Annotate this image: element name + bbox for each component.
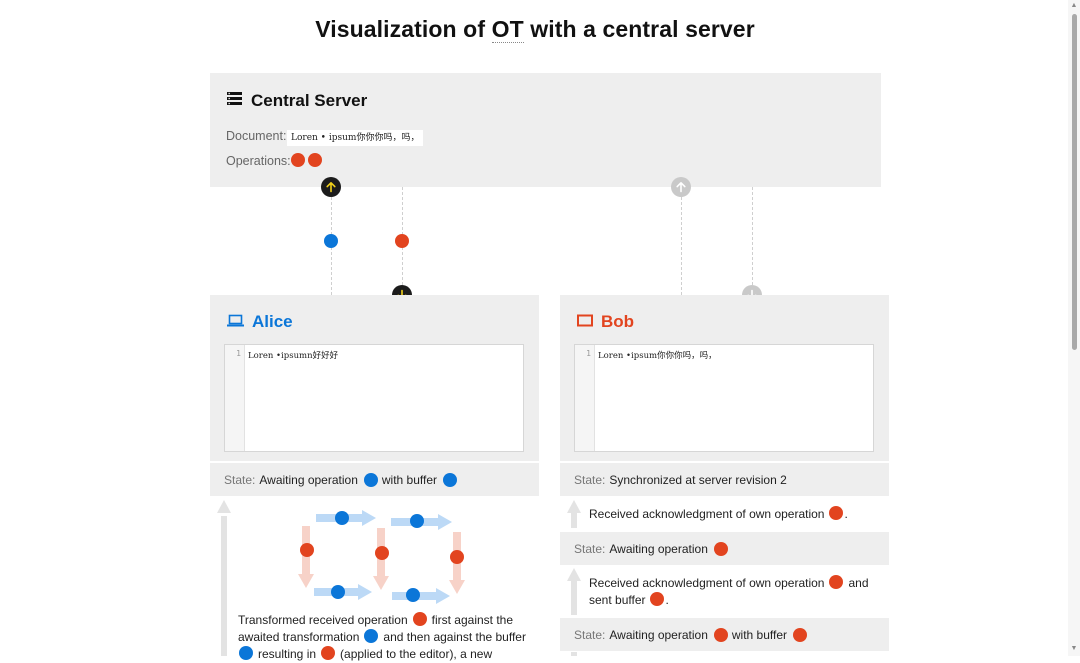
history-arrow-icon [567,500,581,513]
alice-send-button[interactable] [321,177,341,197]
bob-state-bar: State: Awaiting operation with buffer [560,618,889,651]
operations-label: Operations: [226,154,291,168]
scroll-down-icon[interactable]: ▼ [1070,645,1078,652]
laptop-icon [227,312,244,332]
bob-header: Bob [577,312,634,332]
server-stack-icon [227,92,242,110]
received-op-dot[interactable] [412,612,427,626]
awaited-op-dot[interactable] [364,629,379,643]
awaited-op-dot[interactable] [713,627,728,642]
diagram-op-dot[interactable] [450,550,464,564]
arrow-up-icon [326,182,336,193]
page-title: Visualization of OT with a central serve… [315,16,755,43]
tablet-icon [577,312,593,332]
bob-state-bar: State: Synchronized at server revision 2 [560,463,889,496]
bob-history-track [571,581,577,615]
bob-title: Bob [601,312,635,331]
bob-log-entry: Received acknowledgment of own operation… [589,575,869,607]
alice-editor-text[interactable]: Loren •ipsumn好好好 [248,351,339,361]
diagram-op-dot[interactable] [331,585,345,599]
bob-downstream-line [752,187,753,285]
bob-upstream-line [681,197,682,295]
server-operation-dot[interactable] [308,153,322,167]
alice-header: Alice [227,312,293,332]
acknowledged-op-dot[interactable] [829,506,844,520]
ot-abbreviation[interactable]: OT [491,16,524,43]
scroll-up-icon[interactable]: ▲ [1070,2,1078,9]
alice-title: Alice [252,312,293,331]
buffer-op-dot[interactable] [793,627,808,642]
line-number-gutter: 1 [575,345,595,451]
bob-history-track [571,512,577,528]
diagram-op-dot[interactable] [375,546,389,560]
resulting-op-dot[interactable] [321,646,336,660]
bob-log-entry: Received acknowledgment of own operation… [589,506,848,521]
server-title: Central Server [251,91,368,110]
diagram-op-dot[interactable] [300,543,314,557]
history-arrow-icon [567,568,581,581]
document-label: Document: [226,129,287,143]
diagram-op-dot[interactable] [335,511,349,525]
scrollbar-thumb[interactable] [1072,14,1077,350]
alice-history-track [221,516,227,656]
buffer-op-dot[interactable] [650,592,665,606]
bob-send-button[interactable] [671,177,691,197]
line-number-gutter: 1 [225,345,245,451]
alice-state-bar: State: Awaiting operation with buffer [210,463,539,496]
alice-incoming-op[interactable] [395,234,409,248]
buffer-op-dot[interactable] [239,646,253,660]
bob-state-bar: State: Awaiting operation [560,532,889,565]
awaited-op-dot[interactable] [363,472,378,487]
bob-editor[interactable]: 1 Loren •ipsum你你你吗，吗， [574,344,874,452]
acknowledged-op-dot[interactable] [829,575,844,589]
alice-editor[interactable]: 1 Loren •ipsumn好好好 [224,344,524,452]
transformation-diagram [298,510,465,604]
alice-in-flight-op[interactable] [324,234,338,248]
diagram-op-dot[interactable] [410,514,424,528]
server-operation-dot[interactable] [291,153,305,167]
diagram-op-dot[interactable] [406,588,420,602]
arrow-up-icon [676,182,686,193]
server-header: Central Server [227,91,367,111]
buffer-op-dot[interactable] [443,472,458,487]
bob-history-track [571,652,577,656]
bob-editor-text[interactable]: Loren •ipsum你你你吗，吗， [598,351,717,361]
history-arrow-icon [217,500,231,513]
awaited-op-dot[interactable] [713,541,728,556]
server-document: Loren • ipsum你你你吗，吗， [287,130,424,146]
